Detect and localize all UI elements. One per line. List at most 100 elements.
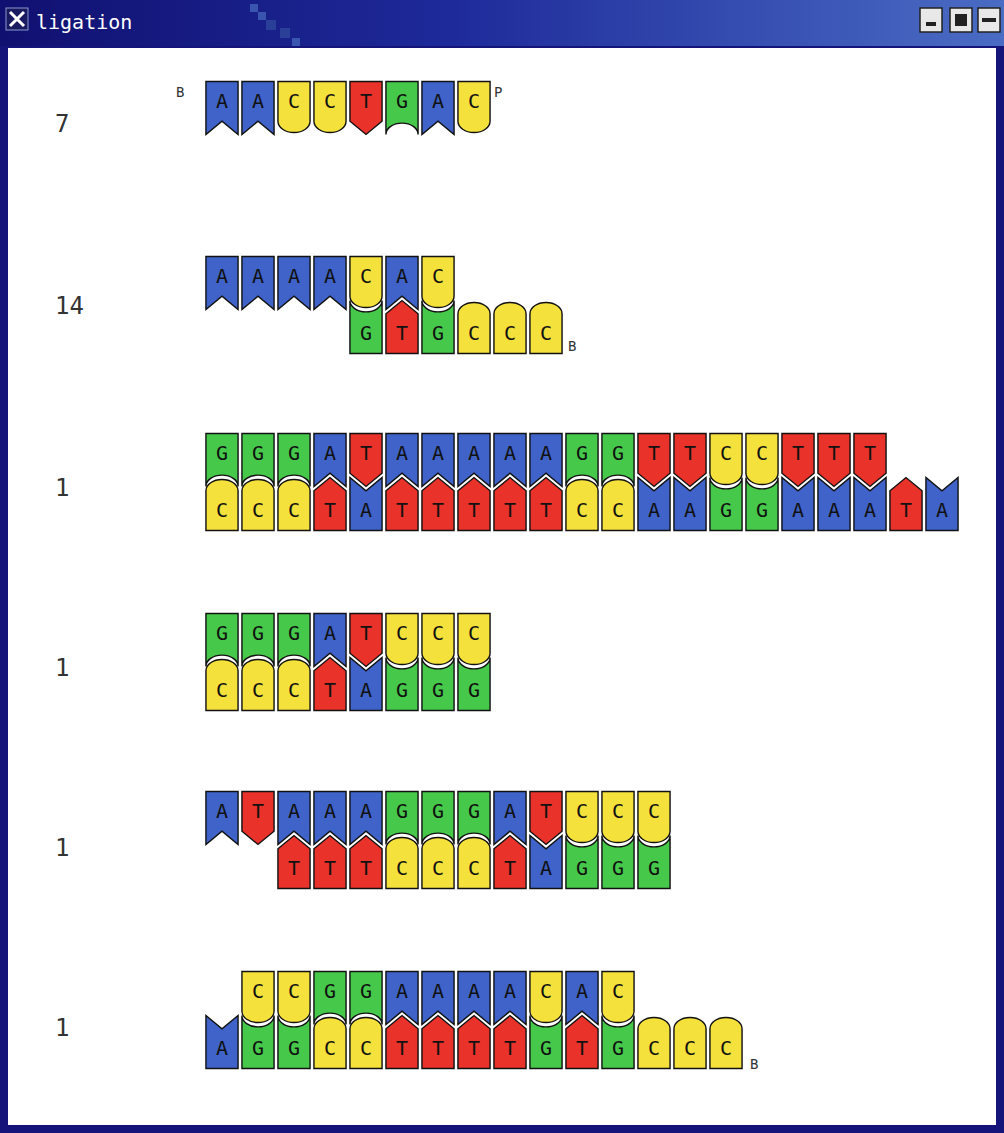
base-letter: G bbox=[529, 1036, 563, 1060]
base-letter: C bbox=[349, 264, 383, 288]
base-letter: C bbox=[277, 678, 311, 702]
base-letter: C bbox=[601, 799, 635, 823]
base-letter: T bbox=[889, 498, 923, 522]
base-letter: T bbox=[781, 441, 815, 465]
base-letter: T bbox=[673, 441, 707, 465]
base-letter: A bbox=[241, 264, 275, 288]
base-letter: T bbox=[241, 799, 275, 823]
copy-count: 1 bbox=[55, 654, 69, 682]
base-letter: C bbox=[277, 979, 311, 1003]
base-letter: G bbox=[421, 799, 455, 823]
nucleotide-tile: C bbox=[565, 790, 599, 846]
copy-count: 1 bbox=[55, 474, 69, 502]
nucleotide-tile: T bbox=[313, 476, 347, 532]
nucleotide-tile: G bbox=[529, 1014, 563, 1070]
base-letter: G bbox=[709, 498, 743, 522]
window-controls bbox=[0, 0, 1004, 48]
nucleotide-tile: C bbox=[529, 970, 563, 1026]
base-letter: A bbox=[385, 264, 419, 288]
nucleotide-tile: C bbox=[205, 476, 239, 532]
nucleotide-tile: T bbox=[349, 432, 383, 488]
nucleotide-tile: C bbox=[601, 476, 635, 532]
base-letter: G bbox=[277, 1036, 311, 1060]
base-letter: A bbox=[781, 498, 815, 522]
base-letter: A bbox=[313, 441, 347, 465]
nucleotide-tile: G bbox=[349, 299, 383, 355]
nucleotide-tile: T bbox=[385, 1014, 419, 1070]
base-letter: C bbox=[385, 621, 419, 645]
base-letter: A bbox=[457, 441, 491, 465]
base-letter: C bbox=[565, 498, 599, 522]
base-letter: C bbox=[277, 89, 311, 113]
nucleotide-tile: G bbox=[421, 656, 455, 712]
base-letter: C bbox=[529, 979, 563, 1003]
base-letter: A bbox=[565, 979, 599, 1003]
nucleotide-tile: C bbox=[601, 970, 635, 1026]
nucleotide-tile: T bbox=[637, 432, 671, 488]
base-letter: C bbox=[529, 321, 563, 345]
end-marker: P bbox=[494, 84, 502, 100]
nucleotide-tile: G bbox=[601, 1014, 635, 1070]
base-letter: A bbox=[349, 678, 383, 702]
nucleotide-tile: T bbox=[385, 476, 419, 532]
nucleotide-tile: T bbox=[313, 656, 347, 712]
base-letter: G bbox=[349, 979, 383, 1003]
base-letter: A bbox=[313, 264, 347, 288]
nucleotide-tile: A bbox=[241, 80, 275, 136]
nucleotide-tile: T bbox=[349, 80, 383, 136]
base-letter: C bbox=[421, 856, 455, 880]
nucleotide-tile: T bbox=[385, 299, 419, 355]
base-letter: A bbox=[673, 498, 707, 522]
base-letter: C bbox=[637, 1036, 671, 1060]
nucleotide-tile: C bbox=[673, 1014, 707, 1070]
nucleotide-tile: T bbox=[421, 1014, 455, 1070]
base-letter: C bbox=[421, 621, 455, 645]
nucleotide-tile: T bbox=[889, 476, 923, 532]
base-letter: T bbox=[493, 498, 527, 522]
nucleotide-tile: G bbox=[637, 834, 671, 890]
nucleotide-tile: A bbox=[313, 255, 347, 311]
base-letter: G bbox=[565, 856, 599, 880]
nucleotide-tile: T bbox=[241, 790, 275, 846]
nucleotide-tile: C bbox=[457, 834, 491, 890]
base-letter: G bbox=[241, 621, 275, 645]
base-letter: G bbox=[385, 799, 419, 823]
nucleotide-tile: T bbox=[529, 476, 563, 532]
base-letter: C bbox=[637, 799, 671, 823]
nucleotide-tile: G bbox=[745, 476, 779, 532]
base-letter: G bbox=[565, 441, 599, 465]
nucleotide-tile: G bbox=[385, 80, 419, 136]
nucleotide-tile: T bbox=[313, 834, 347, 890]
base-letter: C bbox=[241, 979, 275, 1003]
nucleotide-tile: A bbox=[349, 476, 383, 532]
base-letter: T bbox=[529, 498, 563, 522]
nucleotide-tile: C bbox=[313, 1014, 347, 1070]
nucleotide-tile: T bbox=[457, 476, 491, 532]
nucleotide-tile: T bbox=[457, 1014, 491, 1070]
nucleotide-tile: T bbox=[781, 432, 815, 488]
nucleotide-tile: T bbox=[565, 1014, 599, 1070]
base-letter: A bbox=[529, 856, 563, 880]
nucleotide-tile: C bbox=[277, 80, 311, 136]
base-letter: C bbox=[457, 621, 491, 645]
nucleotide-tile: C bbox=[457, 299, 491, 355]
base-letter: A bbox=[817, 498, 851, 522]
base-letter: G bbox=[601, 1036, 635, 1060]
nucleotide-tile: C bbox=[601, 790, 635, 846]
base-letter: A bbox=[421, 89, 455, 113]
copy-count: 1 bbox=[55, 1014, 69, 1042]
base-letter: A bbox=[529, 441, 563, 465]
nucleotide-tile: C bbox=[421, 834, 455, 890]
base-letter: C bbox=[493, 321, 527, 345]
nucleotide-tile: T bbox=[673, 432, 707, 488]
base-letter: T bbox=[457, 1036, 491, 1060]
base-letter: T bbox=[853, 441, 887, 465]
copy-count: 1 bbox=[55, 834, 69, 862]
nucleotide-tile: C bbox=[349, 255, 383, 311]
nucleotide-tile: C bbox=[457, 80, 491, 136]
base-letter: T bbox=[349, 89, 383, 113]
base-letter: A bbox=[493, 441, 527, 465]
base-letter: G bbox=[205, 621, 239, 645]
base-letter: T bbox=[421, 498, 455, 522]
nucleotide-tile: T bbox=[493, 476, 527, 532]
